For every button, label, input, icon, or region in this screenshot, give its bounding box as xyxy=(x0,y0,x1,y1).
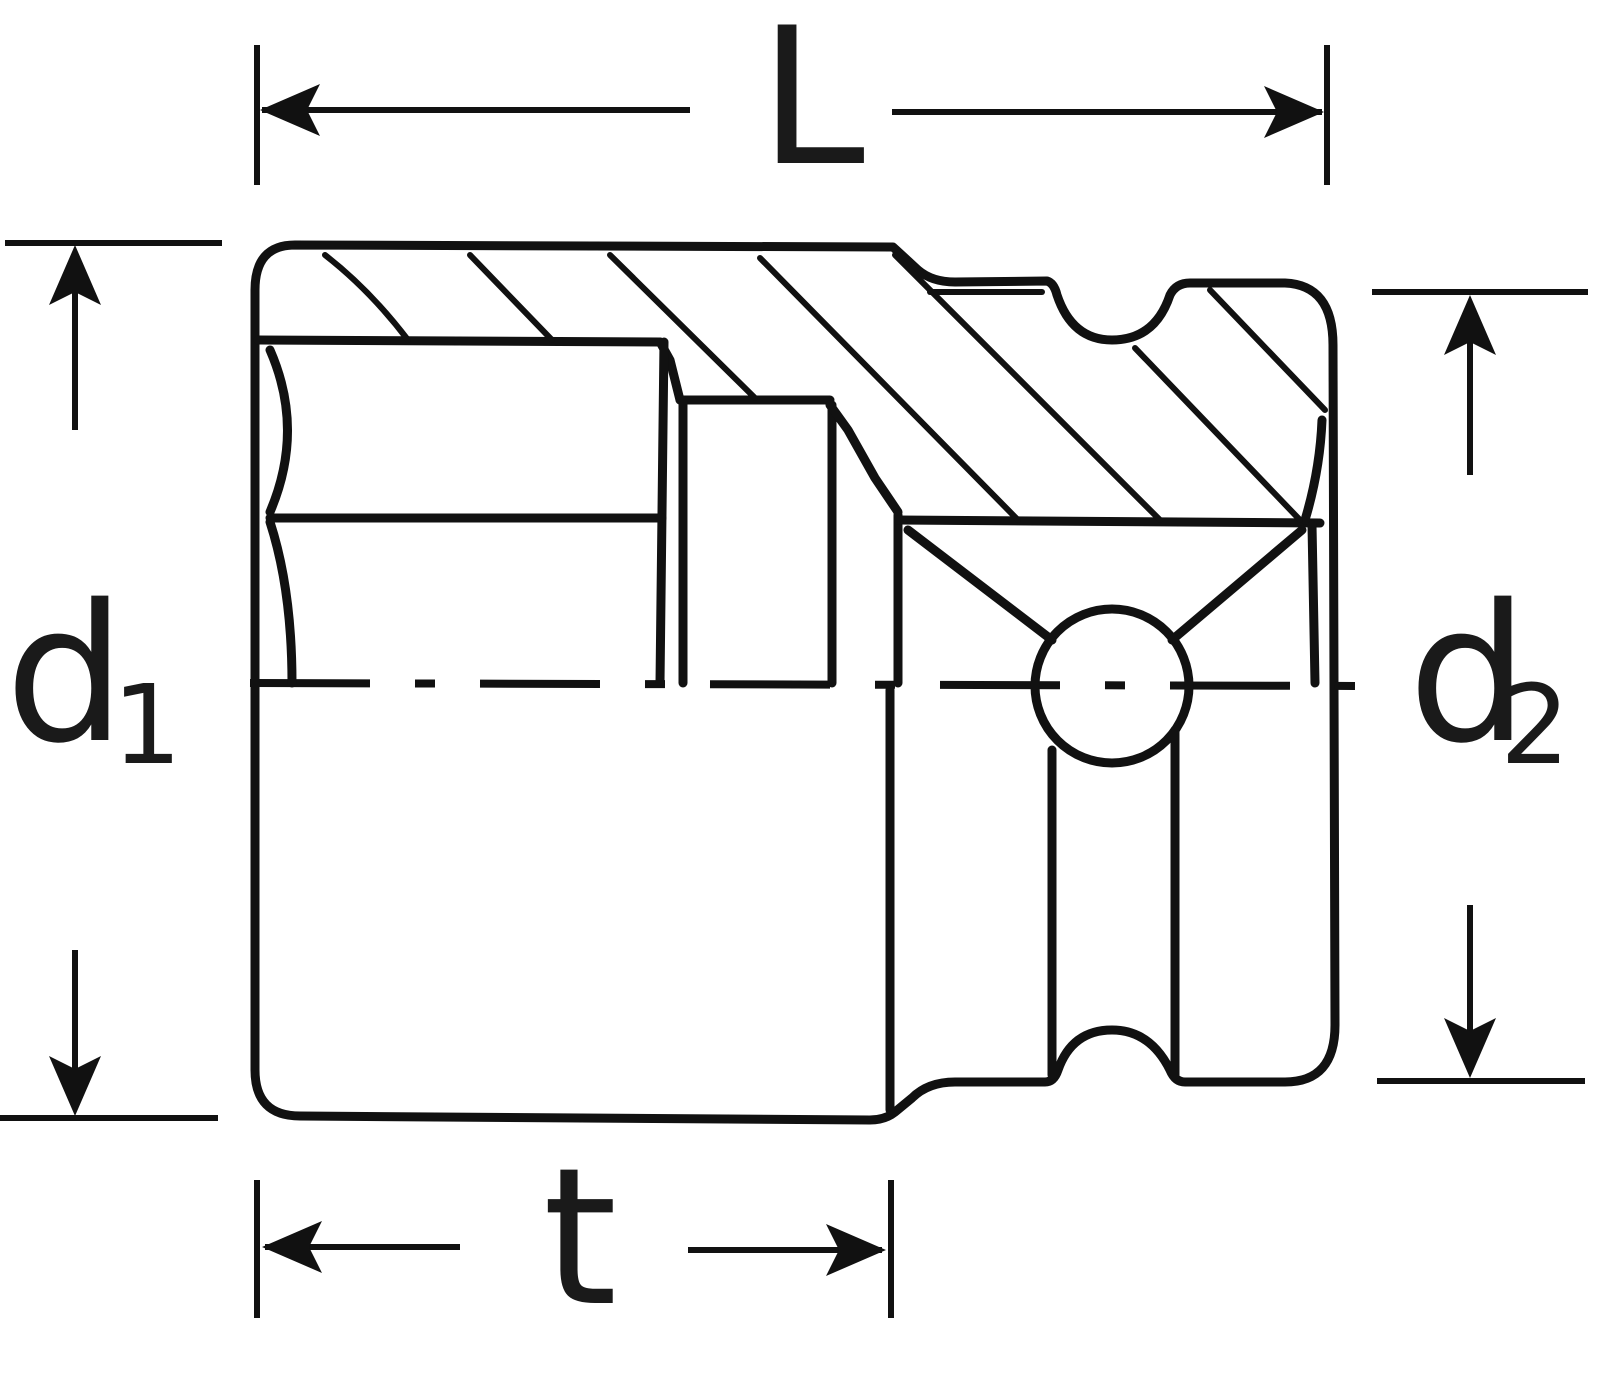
label-d1-main: d xyxy=(5,564,126,785)
arrowhead-t-left xyxy=(262,1221,322,1273)
dimension-t: t xyxy=(254,1127,894,1348)
detent-chamfer-right xyxy=(1167,525,1307,645)
dimension-L: L xyxy=(254,0,1330,208)
arrowhead-d1-down xyxy=(49,1056,101,1116)
bore-top-edge xyxy=(253,335,665,347)
outer-contour xyxy=(250,240,1340,1125)
square-drive-top xyxy=(893,515,1325,528)
dimension-d2: d 2 xyxy=(1372,289,1588,1084)
bore-step-wall xyxy=(655,337,669,688)
inner-chamfer xyxy=(825,400,903,517)
arrowhead-right xyxy=(1264,86,1324,138)
hex-curve-lower xyxy=(265,517,297,688)
hex-curve-upper xyxy=(265,345,292,517)
detent-chamfer-left xyxy=(903,525,1057,645)
drive-wall-right xyxy=(1307,520,1320,688)
socket-body xyxy=(249,240,1361,1125)
ball-detent xyxy=(1030,604,1194,768)
label-t: t xyxy=(543,1127,618,1348)
arrowhead-t-right xyxy=(826,1224,886,1276)
label-d2-main: d xyxy=(1408,564,1529,785)
arrowhead-d2-up xyxy=(1444,295,1496,355)
dimension-d1: d 1 xyxy=(0,240,222,1121)
arrowhead-d1-up xyxy=(49,245,101,305)
label-d2-sub: 2 xyxy=(1500,661,1570,789)
drive-corner-curve xyxy=(1300,415,1327,525)
centerline xyxy=(249,679,1361,690)
section-hatching xyxy=(322,252,1328,523)
arrowhead-d2-down xyxy=(1444,1018,1496,1078)
label-d1-sub: 1 xyxy=(112,661,182,789)
arrowhead-left xyxy=(260,84,320,136)
label-L: L xyxy=(759,0,865,208)
